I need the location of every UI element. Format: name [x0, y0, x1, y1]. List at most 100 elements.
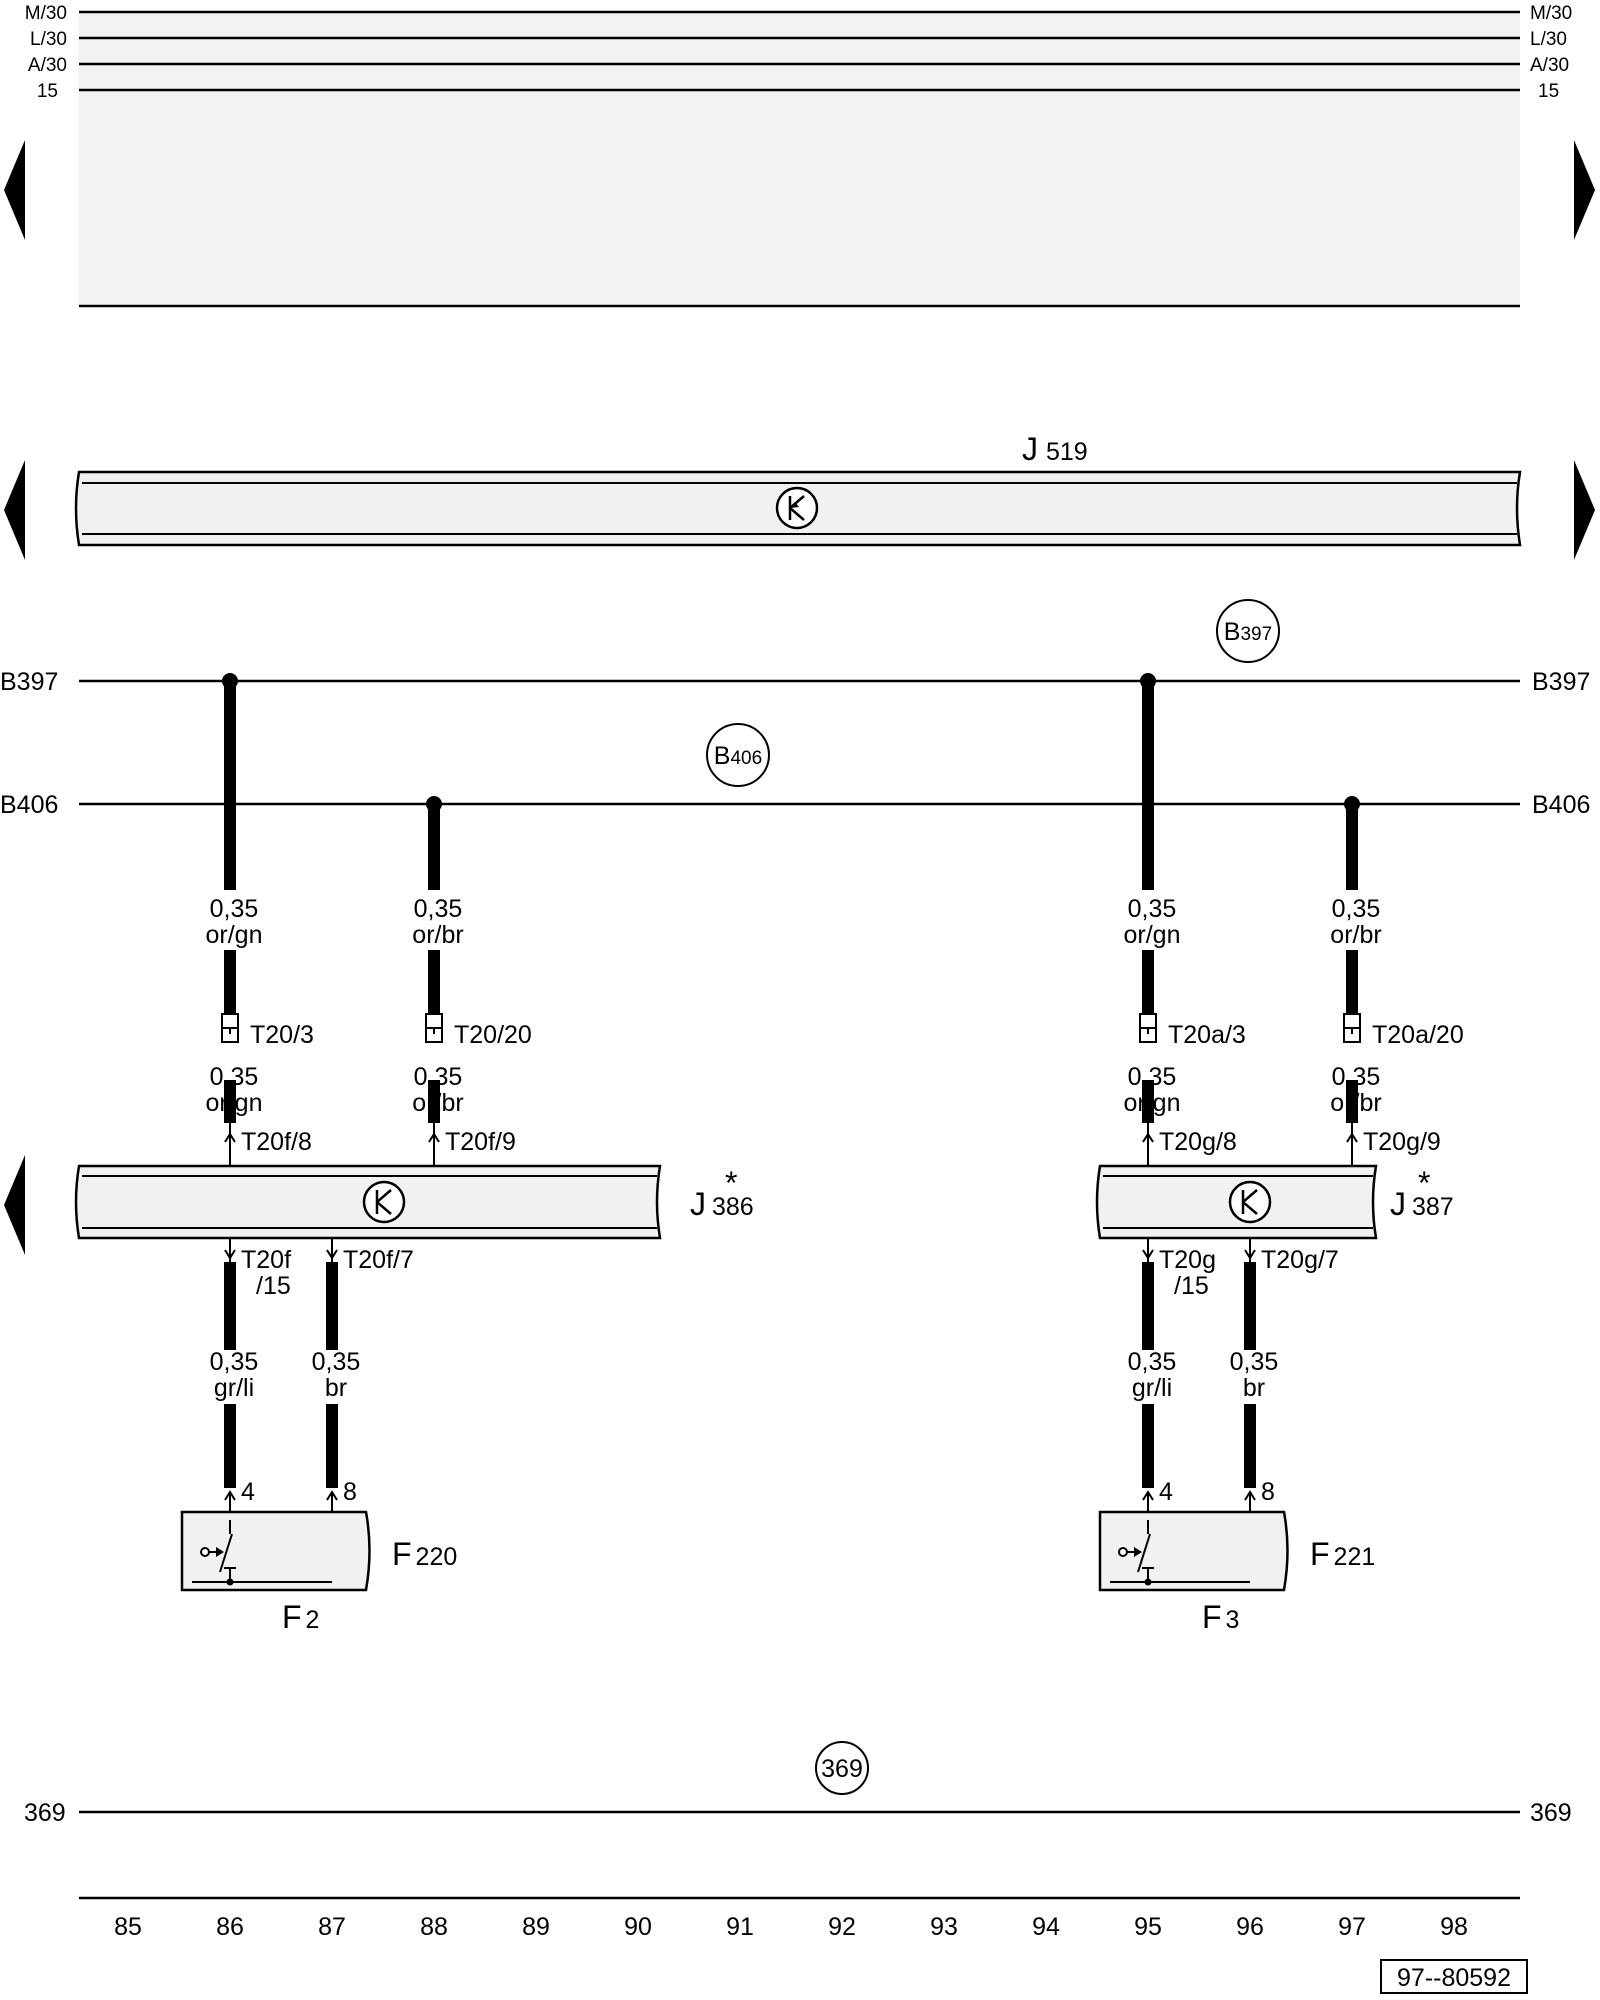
switch-contact-icon — [1118, 1520, 1154, 1586]
switch-number: 220 — [416, 1543, 458, 1571]
wire-size: 0,35 — [414, 1063, 463, 1091]
module-letter: J — [1022, 431, 1038, 467]
wire-color: br — [1243, 1374, 1265, 1402]
wire-color: or/gn — [1124, 1089, 1181, 1117]
wire-size: 0,35 — [210, 1348, 259, 1376]
pin-number: 4 — [1159, 1478, 1173, 1506]
wire-size: 0,35 — [414, 895, 463, 923]
pin-label: T20g/9 — [1363, 1128, 1441, 1156]
connector-label: T20/20 — [454, 1021, 532, 1049]
wire-or-gn-left[interactable] — [221, 673, 239, 1166]
connector-label: T20/3 — [250, 1021, 314, 1049]
pin-label: T20g — [1159, 1246, 1216, 1274]
reference-number: 97--80592 — [1397, 1964, 1511, 1992]
top-rail-panel: M/30 L/30 A/30 15 M/30 L/30 A/30 15 — [25, 3, 1572, 308]
wire-or-br-left[interactable] — [425, 796, 443, 1166]
wire-color: gr/li — [1132, 1374, 1172, 1402]
wire-size: 0,35 — [312, 1348, 361, 1376]
pin-label: T20g/8 — [1159, 1128, 1237, 1156]
module-j386[interactable] — [74, 1164, 662, 1240]
column-number: 93 — [930, 1913, 958, 1941]
rail-label-right: L/30 — [1530, 29, 1567, 50]
column-number: 86 — [216, 1913, 244, 1941]
column-number: 85 — [114, 1913, 142, 1941]
connector-label: T20a/20 — [1372, 1021, 1464, 1049]
pin-label: T20f — [241, 1246, 291, 1274]
switch-number: 2 — [306, 1606, 320, 1634]
bus-label-left: B397 — [0, 668, 58, 696]
module-letter: J — [690, 1186, 706, 1222]
pin-number: 4 — [241, 1478, 255, 1506]
pin-label: T20g/7 — [1261, 1246, 1339, 1274]
wire-size: 0,35 — [210, 1063, 259, 1091]
lower-wire-gr-li-right[interactable] — [1142, 1238, 1154, 1520]
rail-label-left: L/30 — [30, 29, 67, 50]
bus-label-right: B397 — [1532, 668, 1590, 696]
pin-label: /15 — [256, 1272, 291, 1300]
wire-or-br-right[interactable] — [1343, 796, 1361, 1166]
column-number: 91 — [726, 1913, 754, 1941]
wire-size: 0,35 — [1230, 1348, 1279, 1376]
module-number: 386 — [712, 1193, 754, 1221]
wire-color: or/br — [412, 921, 463, 949]
wire-color: gr/li — [214, 1374, 254, 1402]
module-j387[interactable] — [1095, 1164, 1378, 1240]
column-number: 98 — [1440, 1913, 1468, 1941]
pin-label: T20f/7 — [343, 1246, 414, 1274]
module-letter: J — [1390, 1186, 1406, 1222]
continue-right-arrow-icon[interactable] — [1574, 460, 1595, 560]
wire-size: 0,35 — [210, 895, 259, 923]
wire-color: or/gn — [206, 1089, 263, 1117]
continue-left-arrow-icon[interactable] — [4, 460, 25, 560]
switch-f221[interactable] — [1098, 1510, 1289, 1592]
bus-marker-b406[interactable]: B406 — [706, 723, 770, 787]
wire-size: 0,35 — [1332, 1063, 1381, 1091]
continue-left-arrow-icon[interactable] — [4, 140, 25, 240]
column-number: 89 — [522, 1913, 550, 1941]
module-j519[interactable]: J 519 — [74, 431, 1522, 547]
wire-color: or/gn — [206, 921, 263, 949]
svg-text:369: 369 — [821, 1755, 863, 1783]
column-number: 94 — [1032, 1913, 1060, 1941]
wire-or-gn-right[interactable] — [1139, 673, 1157, 1166]
wire-color: or/br — [1330, 1089, 1381, 1117]
connector-label: T20a/3 — [1168, 1021, 1246, 1049]
wire-color: or/br — [412, 1089, 463, 1117]
switch-letter: F — [1310, 1536, 1330, 1572]
bus-lines: B397 B406 B397 B406 B397 B406 — [0, 599, 1590, 819]
ground-rail-369: 369 369 369 — [24, 1741, 1572, 1827]
column-number: 95 — [1134, 1913, 1162, 1941]
bus-marker-b397[interactable]: B397 — [1216, 599, 1280, 663]
lower-wire-gr-li-left[interactable] — [224, 1238, 236, 1520]
continue-right-arrow-icon[interactable] — [1574, 140, 1595, 240]
column-number: 87 — [318, 1913, 346, 1941]
module-number: 519 — [1046, 438, 1088, 466]
bus-label-right: B406 — [1532, 791, 1590, 819]
pin-label: T20f/9 — [445, 1128, 516, 1156]
column-number: 97 — [1338, 1913, 1366, 1941]
pin-label: T20f/8 — [241, 1128, 312, 1156]
control-unit-icon — [362, 1180, 406, 1224]
rail-label-left: M/30 — [25, 3, 67, 24]
pin-number: 8 — [343, 1478, 357, 1506]
wire-size: 0,35 — [1128, 1063, 1177, 1091]
wire-color: or/gn — [1124, 921, 1181, 949]
switch-contact-icon — [200, 1520, 236, 1586]
reference-number-box: 97--80592 — [1380, 1959, 1528, 1994]
wire-size: 0,35 — [1332, 895, 1381, 923]
continue-left-arrow-icon[interactable] — [4, 1155, 25, 1255]
wire-size: 0,35 — [1128, 1348, 1177, 1376]
wire-color: br — [325, 1374, 347, 1402]
ground-label-left: 369 — [24, 1799, 66, 1827]
control-unit-icon — [1228, 1180, 1272, 1224]
switch-f220[interactable] — [180, 1510, 371, 1592]
bus-label-left: B406 — [0, 791, 58, 819]
rail-label-right: 15 — [1538, 81, 1559, 102]
ground-marker-369[interactable]: 369 — [815, 1741, 869, 1795]
rail-label-left: A/30 — [28, 55, 67, 76]
